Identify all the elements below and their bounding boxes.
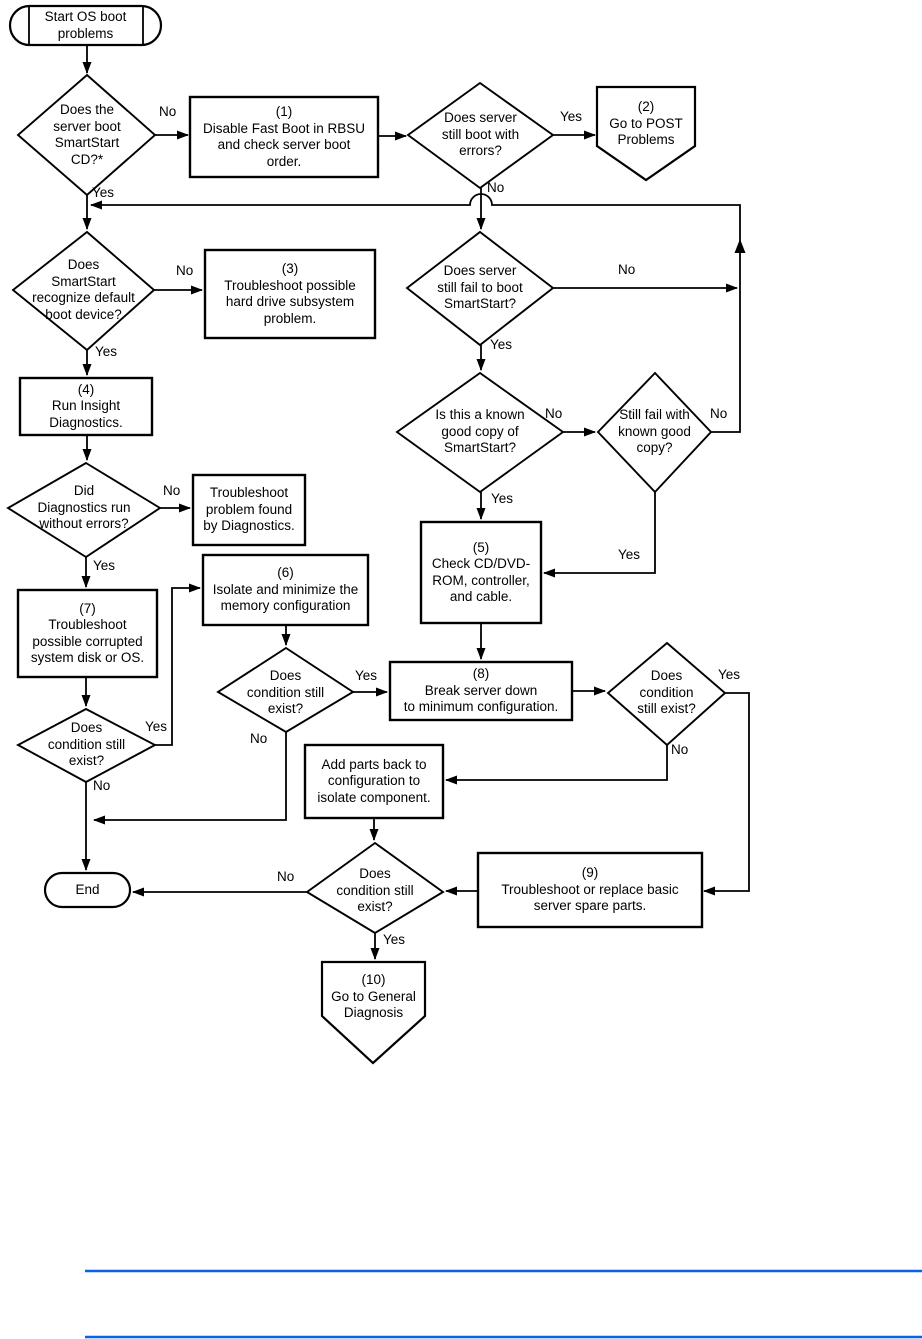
process-box5-shape (419, 520, 543, 625)
process-box6-shape (201, 553, 370, 627)
process-box8-shape (388, 660, 574, 722)
offpage-c2-shape (595, 85, 697, 182)
edge-label-d11-no: No (277, 869, 295, 884)
process-box8-label: (8) Break server down to minimum configu… (403, 666, 559, 715)
process-box3-label: (3) Troubleshoot possible hard drive sub… (224, 261, 356, 326)
terminal-start-label: Start OS boot problems (44, 9, 127, 41)
edge-label-d2-yes: Yes (560, 109, 583, 124)
edges (81, 45, 750, 960)
terminal-start-shape (8, 4, 163, 47)
edge-label-d7-no: No (163, 483, 181, 498)
edge-d8-yes-box6 (155, 583, 201, 746)
decision-diag-errors-label: Did Diagnostics run without errors? (37, 483, 131, 532)
decision-boot-cd-label: Does the server boot SmartStart CD?* (53, 102, 121, 167)
decision-diag-errors-shape (6, 461, 162, 559)
edge-label-d6-yes: Yes (618, 547, 641, 562)
edge-label-d3-no: No (176, 263, 194, 278)
offpage-c10-shape (320, 960, 427, 1065)
decision-cond-right-label: Does condition still exist? (637, 668, 696, 717)
process-box7-label: (7) Troubleshoot possible corrupted syst… (30, 600, 145, 666)
process-boxdiag-label: Troubleshoot problem found by Diagnostic… (203, 485, 295, 534)
decision-cond-bottom-shape (305, 841, 445, 935)
process-box7-shape (16, 588, 159, 679)
edge-label-d10-no: No (671, 742, 689, 757)
edge-d9-no-join (93, 732, 287, 825)
terminal-end-label: End (75, 881, 100, 897)
process-boxdiag-shape (191, 473, 307, 547)
decision-fail-smartstart-shape (405, 230, 555, 347)
process-box9-label: (9) Troubleshoot or replace basic server… (501, 865, 679, 914)
edge-label-d5-no: No (545, 406, 563, 421)
process-box9-shape (476, 851, 704, 929)
offpage-c10-label: (10) Go to General Diagnosis (331, 972, 416, 1021)
process-box1-shape (188, 95, 380, 179)
decision-cond-mid-shape (216, 646, 355, 734)
process-box4-shape (18, 376, 154, 437)
decision-known-copy-label: Is this a known good copy of SmartStart? (435, 407, 525, 456)
offpage-c2-label: (2) Go to POST Problems (609, 99, 683, 148)
process-box4-label: (4) Run Insight Diagnostics. (49, 381, 123, 430)
edge-d10-yes-box9 (703, 692, 750, 896)
decision-boot-errors-shape (406, 81, 555, 190)
edge-label-d8-yes: Yes (145, 719, 168, 734)
edge-label-d5-yes: Yes (491, 491, 514, 506)
process-addparts-shape (303, 743, 445, 820)
edge-label-d9-no: No (250, 731, 268, 746)
decision-cond-right-shape (606, 641, 727, 747)
process-box1-label: (1) Disable Fast Boot in RBSU and check … (202, 104, 366, 169)
edge-label-d1-no: No (159, 104, 177, 119)
process-addparts-label: Add parts back to configuration to isola… (317, 756, 431, 805)
decision-cond-mid-label: Does condition still exist? (246, 668, 325, 717)
decision-boot-cd-shape (16, 73, 157, 197)
decision-known-copy-shape (395, 371, 565, 494)
edge-label-d6-no: No (710, 406, 728, 421)
edge-d6-yes-box5 (543, 492, 656, 578)
terminal-end-shape (43, 871, 132, 909)
edge-label-d11-yes: Yes (383, 932, 406, 947)
edge-d10-no-addbox (445, 745, 668, 785)
edge-label-d7-yes: Yes (93, 558, 116, 573)
edge-label-d3-yes: Yes (95, 344, 118, 359)
edge-return-loop (90, 193, 741, 433)
node-shapes (6, 4, 727, 1065)
edge-label-d8-no: No (93, 778, 111, 793)
decision-still-fail-label: Still fail with known good copy? (618, 407, 691, 456)
process-box6-label: (6) Isolate and minimize the memory conf… (212, 565, 359, 614)
decision-fail-smartstart-label: Does server still fail to boot SmartStar… (437, 263, 523, 312)
edge-label-d4-yes: Yes (490, 337, 513, 352)
decision-boot-errors-label: Does server still boot with errors? (441, 110, 520, 159)
up-direction-arrowhead (734, 239, 746, 253)
decision-recognize-label: Does SmartStart recognize default boot d… (32, 257, 135, 322)
process-box3-shape (203, 248, 377, 340)
decision-still-fail-shape (596, 371, 713, 494)
edge-label-d2-no: No (487, 180, 505, 195)
decision-recognize-shape (11, 230, 156, 352)
decision-cond-left-shape (15, 707, 158, 784)
edge-label-d4-no: No (618, 262, 636, 277)
edge-label-d10-yes: Yes (718, 667, 741, 682)
edge-label-d1-yes: Yes (92, 185, 115, 200)
process-box5-label: (5) Check CD/DVD- ROM, controller, and c… (431, 539, 531, 605)
decision-cond-bottom-label: Does condition still exist? (336, 866, 414, 915)
edge-label-d9-yes: Yes (355, 668, 378, 683)
decision-cond-left-label: Does condition still exist? (47, 720, 126, 769)
